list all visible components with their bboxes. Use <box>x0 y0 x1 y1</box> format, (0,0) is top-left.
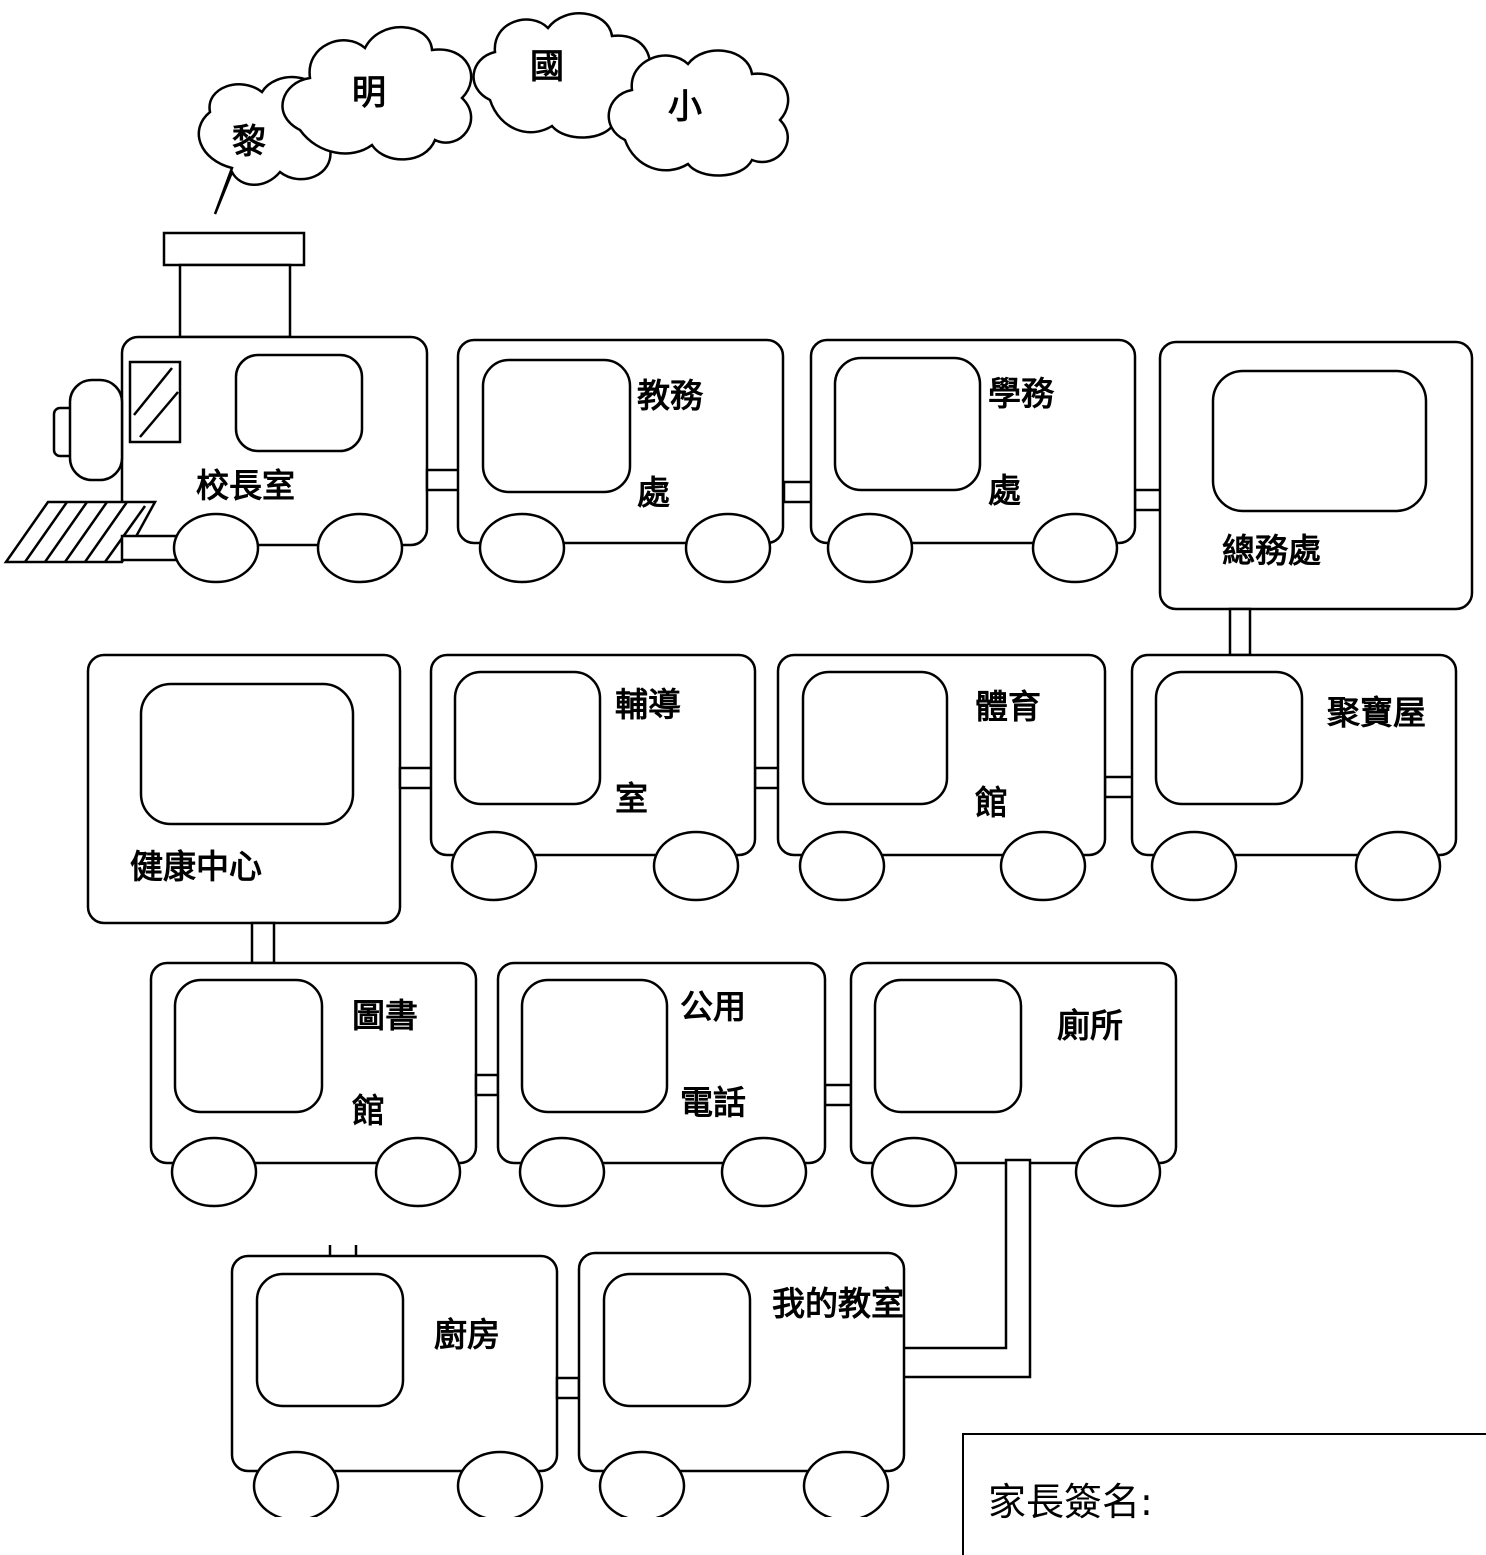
wheel <box>684 512 772 584</box>
wheel <box>802 1450 890 1517</box>
label-gym-2: 館 <box>975 783 1008 822</box>
coupler <box>1133 488 1163 512</box>
parent-signature-label: 家長簽名: <box>988 1480 1153 1524</box>
locomotive <box>3 231 429 584</box>
label-counseling-2: 室 <box>615 779 648 818</box>
car-gym <box>776 653 1107 902</box>
wheel <box>478 512 566 584</box>
car-health-center <box>86 653 402 925</box>
parent-signature-box: 家長簽名: <box>962 1433 1486 1555</box>
coupler <box>1228 607 1252 657</box>
car-window <box>1211 369 1428 513</box>
car-window <box>255 1272 405 1408</box>
wheel <box>374 1136 462 1208</box>
car-window <box>453 670 602 806</box>
car-window <box>801 670 949 806</box>
loco-wheel-1 <box>172 512 260 584</box>
label-my-classroom: 我的教室 <box>772 1284 904 1323</box>
cloud-4 <box>607 49 790 177</box>
school-train-map: 黎 明 國 小 校長室 教務 處 <box>3 12 1474 1517</box>
cloud-label-1: 黎 <box>232 122 266 162</box>
coupler <box>555 1376 581 1400</box>
coupler <box>753 766 781 790</box>
coupler <box>250 921 276 965</box>
coupler <box>1103 775 1135 799</box>
loco-side-window <box>128 360 182 444</box>
wheel <box>870 1136 958 1208</box>
car-window <box>520 978 669 1114</box>
label-library-1: 圖書 <box>352 996 418 1035</box>
cloud-label-2: 明 <box>352 73 386 113</box>
car-library <box>149 961 478 1208</box>
label-library-2: 館 <box>352 1091 385 1130</box>
chimney-cap <box>162 231 306 267</box>
wheel <box>252 1450 340 1517</box>
wheel <box>720 1136 808 1208</box>
buffer <box>120 534 184 562</box>
wheel <box>456 1450 544 1517</box>
car-treasure-house <box>1130 653 1458 902</box>
loco-window <box>234 353 364 453</box>
car-my-classroom <box>577 1251 906 1517</box>
label-counseling-1: 輔導 <box>615 685 681 724</box>
car-window <box>173 978 324 1114</box>
chimney <box>178 263 292 339</box>
label-kitchen: 廚房 <box>434 1315 500 1354</box>
car-general-affairs <box>1158 340 1474 611</box>
car-window <box>481 358 632 494</box>
label-general-affairs: 總務處 <box>1222 531 1321 570</box>
cloud-label-4: 小 <box>668 87 702 127</box>
coupler <box>782 480 814 504</box>
label-phone-2: 電話 <box>680 1083 746 1122</box>
label-toilet: 廁所 <box>1057 1006 1123 1045</box>
wheel <box>826 512 914 584</box>
wheel <box>1074 1136 1162 1208</box>
loco-wheel-2 <box>316 512 404 584</box>
car-window <box>873 978 1023 1114</box>
wheel <box>1031 512 1119 584</box>
cloud-2 <box>281 25 473 161</box>
car-counseling <box>429 653 757 902</box>
label-treasure: 聚寶屋 <box>1326 693 1426 732</box>
car-public-phone <box>496 961 827 1208</box>
wheel <box>999 830 1087 902</box>
coupler <box>823 1083 853 1107</box>
car-kitchen <box>230 1254 559 1517</box>
coupler <box>425 468 461 492</box>
cloud-3 <box>472 12 651 139</box>
label-principal: 校長室 <box>196 466 295 505</box>
wheel <box>1354 830 1442 902</box>
coupler <box>398 766 434 790</box>
cloud-label-3: 國 <box>530 47 564 87</box>
wheel <box>450 830 538 902</box>
car-window <box>1154 670 1304 806</box>
coupler <box>474 1073 500 1097</box>
car-academic-affairs <box>456 338 785 584</box>
label-academic-1: 教務 <box>637 376 704 415</box>
wheel <box>518 1136 606 1208</box>
wheel <box>1150 830 1238 902</box>
wheel <box>798 830 886 902</box>
label-health: 健康中心 <box>130 847 262 886</box>
car-window <box>833 356 982 492</box>
car-student-affairs <box>809 338 1137 584</box>
label-phone-1: 公用 <box>680 987 746 1026</box>
label-student-affairs-2: 處 <box>988 471 1021 510</box>
wheel <box>652 830 740 902</box>
wheel <box>170 1136 258 1208</box>
headlight <box>68 378 124 482</box>
car-window <box>602 1272 752 1408</box>
car-window <box>139 682 355 826</box>
label-student-affairs-1: 學務 <box>988 374 1055 413</box>
car-toilet <box>849 961 1178 1208</box>
wheel <box>598 1450 686 1517</box>
label-gym-1: 體育 <box>975 687 1041 726</box>
label-academic-2: 處 <box>637 473 670 512</box>
